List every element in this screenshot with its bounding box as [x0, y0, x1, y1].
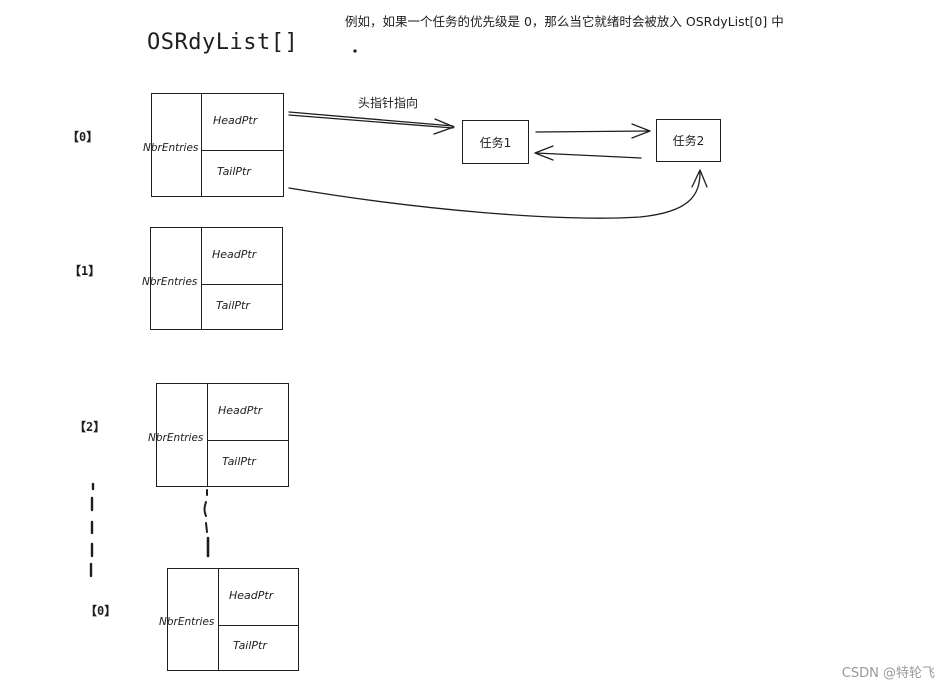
ellipsis-dash — [205, 522, 208, 533]
nbr-entries-label: NbrEntries — [142, 276, 198, 288]
head-ptr-label: HeadPtr — [229, 589, 274, 602]
tail-ptr-cell — [218, 625, 299, 671]
head-pointer-arrow — [288, 111, 454, 127]
next-arrowhead — [631, 123, 651, 139]
tail-ptr-cell — [207, 440, 289, 487]
nbr-entries-label: NbrEntries — [148, 432, 204, 444]
tail-ptr-label: TailPtr — [222, 455, 256, 468]
task2-node: 任务2 — [656, 119, 721, 162]
head-ptr-label: HeadPtr — [212, 248, 257, 261]
annotation-note: 例如，如果一个任务的优先级是 0，那么当它就绪时会被放入 OSRdyList[0… — [345, 14, 784, 29]
head-pointer-label: 头指针指向 — [358, 96, 419, 110]
prev-arrowhead — [534, 145, 554, 161]
entry-index: 【1】 — [69, 264, 101, 278]
prev-arrow — [535, 152, 642, 159]
task1-node: 任务1 — [462, 120, 529, 164]
tail-ptr-label: TailPtr — [216, 299, 250, 312]
tail-ptr-label: TailPtr — [233, 639, 267, 652]
diagram-title: OSRdyList[] — [147, 30, 299, 55]
tail-pointer-arrow — [288, 171, 701, 219]
head-pointer-arrowhead — [433, 118, 455, 135]
nbr-entries-label: NbrEntries — [159, 616, 215, 628]
ellipsis-dash — [203, 501, 207, 517]
entry-index: 【0】 — [85, 604, 117, 618]
tail-pointer-arrowhead — [691, 169, 708, 188]
watermark: CSDN @特轮飞 — [841, 666, 935, 681]
entry-index: 【2】 — [74, 420, 106, 434]
head-ptr-label: HeadPtr — [218, 404, 263, 417]
nbr-entries-label: NbrEntries — [143, 142, 199, 154]
next-arrow — [535, 130, 651, 133]
entry-index: 【0】 — [67, 130, 99, 144]
tail-ptr-cell — [201, 284, 283, 330]
dot-mark — [353, 49, 357, 53]
tail-ptr-cell — [201, 150, 284, 197]
tail-ptr-label: TailPtr — [217, 165, 251, 178]
head-ptr-label: HeadPtr — [213, 114, 258, 127]
